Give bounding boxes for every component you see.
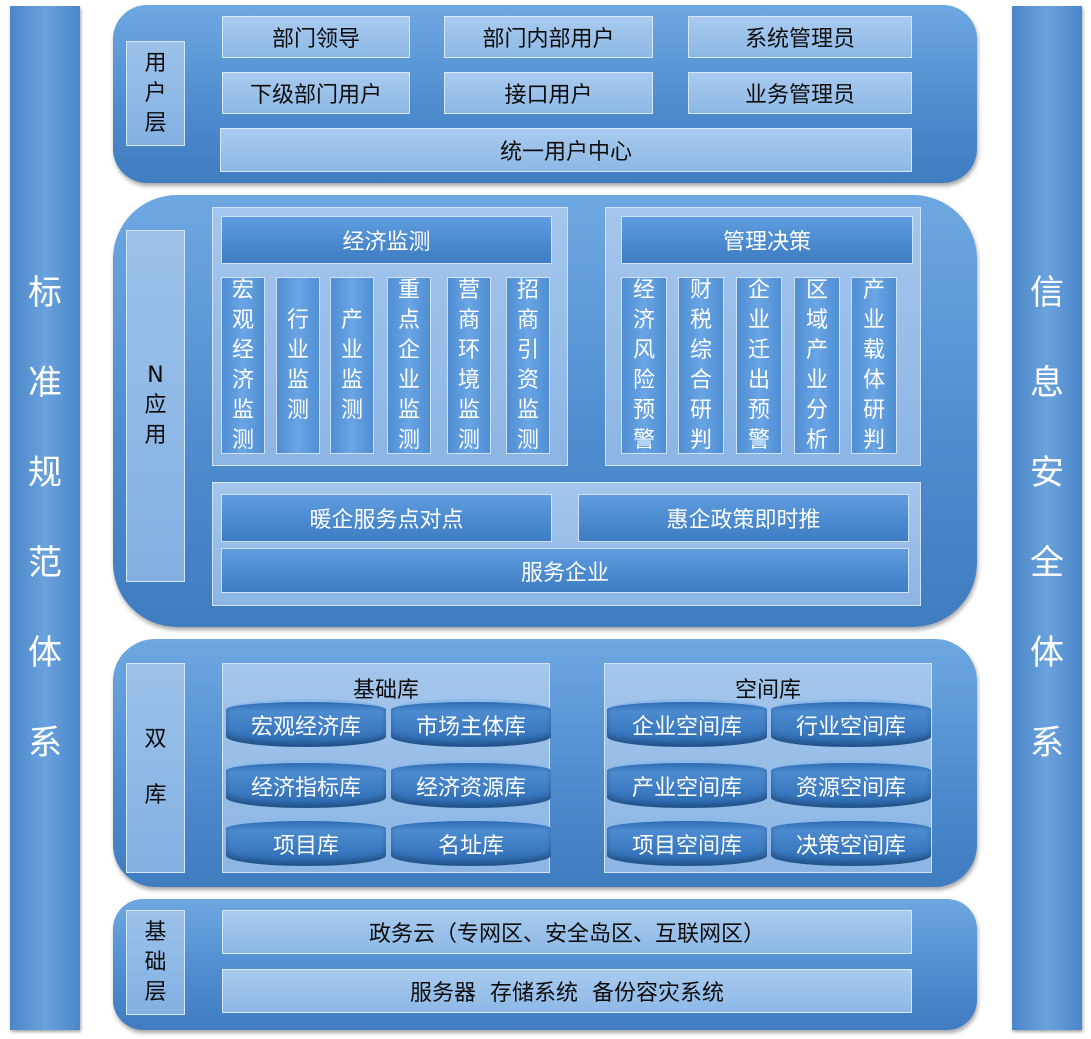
market-entity-db: 市场主体库: [391, 699, 551, 747]
pillar-char: 体: [28, 633, 62, 673]
sector-monitoring: 产业监测: [330, 277, 374, 454]
warm-enterprise-service: 暖企服务点对点: [221, 494, 552, 542]
macro-economy-db: 宏观经济库: [226, 699, 386, 747]
base-layer-label: 基 础 层: [126, 910, 185, 1015]
project-db: 项目库: [226, 818, 386, 866]
resource-spatial-db: 资源空间库: [771, 760, 931, 808]
pillar-char: 系: [1030, 723, 1064, 763]
application-layer-label: N 应 用: [126, 230, 185, 582]
industry-monitoring: 行业监测: [276, 277, 320, 454]
infrastructure-systems: 服务器 存储系统 备份容灾系统: [222, 969, 912, 1013]
database-layer-label: 双 库: [126, 663, 185, 873]
management-decision-title: 管理决策: [621, 216, 913, 264]
role-interface-user: 接口用户: [444, 72, 653, 114]
pillar-char: 体: [1030, 633, 1064, 673]
pillar-char: 息: [1030, 363, 1064, 403]
basic-database-title: 基础库: [352, 678, 419, 703]
role-business-admin: 业务管理员: [688, 72, 912, 114]
pillar-char: 全: [1030, 543, 1064, 583]
economic-indicator-db: 经济指标库: [226, 760, 386, 808]
sector-spatial-db: 产业空间库: [607, 760, 767, 808]
project-spatial-db: 项目空间库: [607, 818, 767, 866]
role-system-admin: 系统管理员: [688, 16, 912, 58]
role-subordinate-user: 下级部门用户: [222, 72, 410, 114]
decision-spatial-db: 决策空间库: [771, 818, 931, 866]
spatial-database-title: 空间库: [734, 678, 801, 703]
policy-push: 惠企政策即时推: [578, 494, 909, 542]
key-enterprise-monitoring: 重点企业监测: [387, 277, 431, 454]
industry-carrier-analysis: 产业载体研判: [851, 277, 897, 454]
standard-system-pillar: 标 准 规 范 体 系: [10, 6, 80, 1030]
fiscal-tax-analysis: 财税综合研判: [678, 277, 724, 454]
pillar-char: 标: [28, 273, 62, 313]
pillar-char: 范: [28, 543, 62, 583]
economic-risk-warning: 经济风险预警: [621, 277, 667, 454]
regional-industry-analysis: 区域产业分析: [794, 277, 840, 454]
pillar-char: 信: [1030, 273, 1064, 313]
user-layer-label: 用 户 层: [126, 41, 185, 146]
security-system-pillar: 信 息 安 全 体 系: [1012, 6, 1082, 1030]
pillar-char: 准: [28, 363, 62, 403]
role-dept-leader: 部门领导: [222, 16, 410, 58]
business-environment-monitoring: 营商环境监测: [447, 277, 491, 454]
enterprise-relocation-warning: 企业迁出预警: [736, 277, 782, 454]
macro-economy-monitoring: 宏观经济监测: [221, 277, 265, 454]
investment-attraction-monitoring: 招商引资监测: [506, 277, 550, 454]
industry-spatial-db: 行业空间库: [771, 699, 931, 747]
enterprise-spatial-db: 企业空间库: [607, 699, 767, 747]
pillar-char: 安: [1030, 453, 1064, 493]
economic-resource-db: 经济资源库: [391, 760, 551, 808]
role-dept-internal-user: 部门内部用户: [444, 16, 653, 58]
pillar-char: 规: [28, 453, 62, 493]
pillar-char: 系: [28, 723, 62, 763]
address-db: 名址库: [391, 818, 551, 866]
serve-enterprises: 服务企业: [221, 548, 909, 593]
government-cloud: 政务云（专网区、安全岛区、互联网区）: [222, 910, 912, 954]
unified-user-center: 统一用户中心: [220, 128, 912, 172]
economic-monitoring-title: 经济监测: [221, 216, 552, 264]
